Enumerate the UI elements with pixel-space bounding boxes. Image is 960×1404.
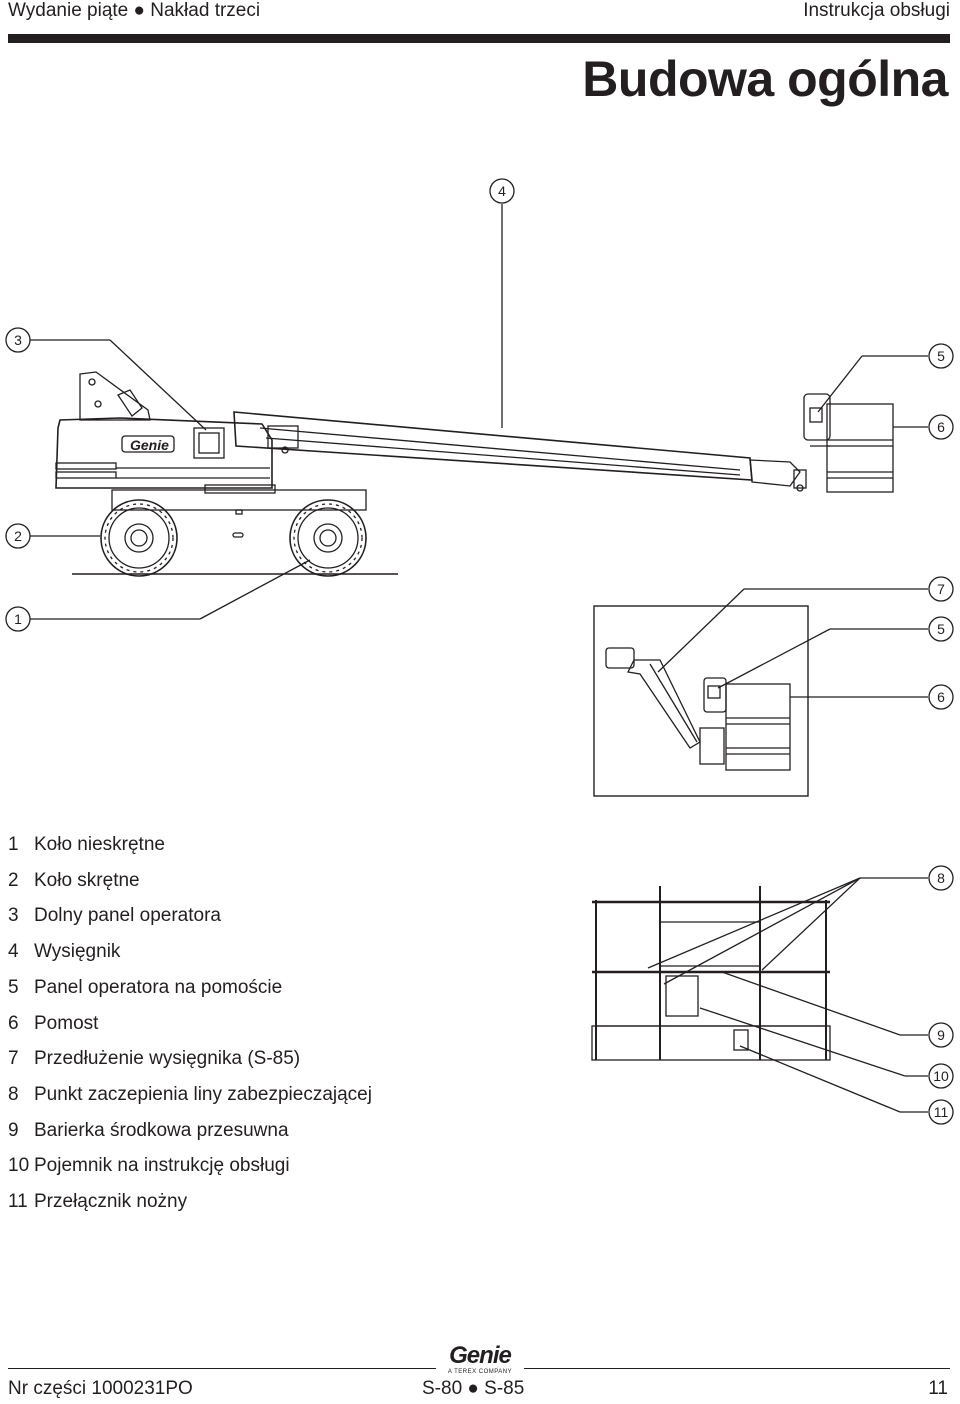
callout-9: 9 (937, 1027, 945, 1043)
callout-10: 10 (933, 1068, 949, 1084)
callout-6-top: 6 (937, 419, 945, 435)
platform-detail (591, 886, 831, 1061)
callout-11: 11 (934, 1104, 949, 1120)
callout-6-inset: 6 (937, 689, 945, 705)
jib-inset (605, 647, 791, 771)
page-title: Budowa ogólna (582, 51, 948, 107)
header-rule (8, 34, 950, 43)
callout-8: 8 (937, 870, 945, 886)
callout-4: 4 (498, 183, 506, 199)
footer-models: S-80 ● S-85 (422, 1378, 525, 1399)
footer-part-number: Nr części 1000231PO (8, 1378, 193, 1399)
front-wheel (289, 499, 367, 577)
callout-2: 2 (14, 528, 22, 544)
header-manual-title: Instrukcja obsługi (803, 0, 950, 21)
platform (803, 393, 894, 493)
header-edition: Wydanie piąte ● Nakład trzeci (8, 0, 261, 21)
page-number: 11 (928, 1378, 948, 1399)
callout-7: 7 (937, 581, 945, 597)
callout-3: 3 (14, 332, 22, 348)
footer-logo-sub: A TEREX COMPANY (447, 1369, 513, 1375)
page-header: Wydanie piąte ● Nakład trzeci Instrukcja… (0, 0, 960, 30)
footer-rule-left (8, 1368, 436, 1369)
footer-rule-right (524, 1368, 950, 1369)
footer-logo: Genie A TEREX COMPANY (440, 1344, 520, 1378)
machine-logo: Genie (130, 437, 169, 453)
callout-5-inset: 5 (937, 621, 945, 637)
callout-5-top: 5 (937, 348, 945, 364)
footer-logo-brand: Genie (449, 1342, 512, 1369)
rear-wheel (100, 499, 178, 577)
callout-1: 1 (14, 611, 22, 627)
